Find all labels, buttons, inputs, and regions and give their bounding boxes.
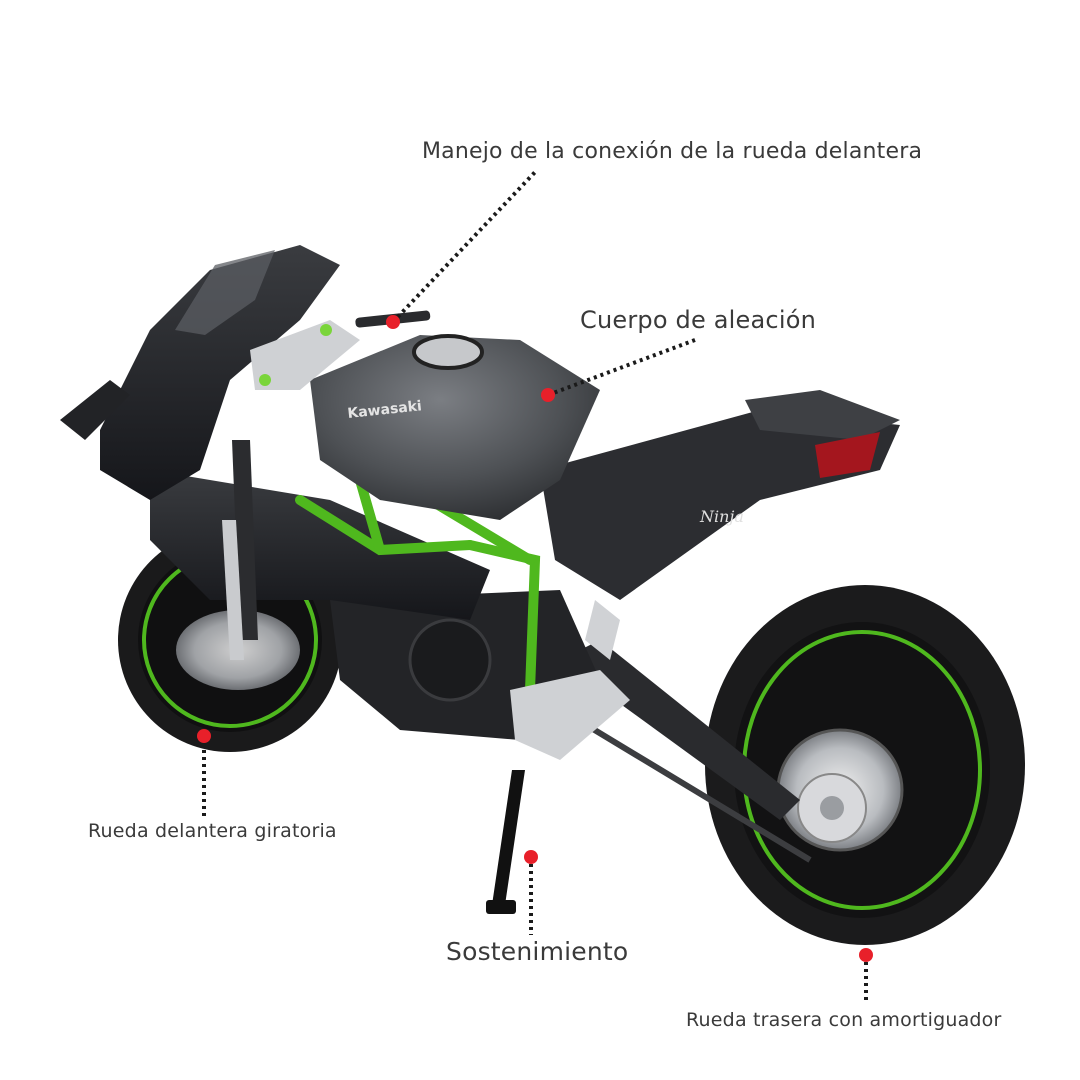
motorcycle-illustration: Ninja Kawasaki [60, 245, 1025, 945]
label-front-wheel: Rueda delantera giratoria [88, 820, 337, 842]
marker-front-wheel [197, 729, 211, 743]
leader-body [547, 338, 696, 397]
label-stand: Sostenimiento [446, 937, 629, 966]
kawasaki-decal: Kawasaki [347, 398, 423, 422]
marker-handle [386, 315, 400, 329]
marker-stand [524, 850, 538, 864]
label-rear-wheel: Rueda trasera con amortiguador [686, 1009, 1002, 1031]
rear-wheel [705, 585, 1025, 945]
leader-handle [391, 168, 539, 324]
leader-lines [202, 168, 868, 1003]
callout-markers [197, 315, 873, 962]
marker-body [541, 388, 555, 402]
label-alloy-body: Cuerpo de aleación [580, 306, 816, 334]
label-handle-connection: Manejo de la conexión de la rueda delant… [422, 139, 923, 164]
marker-rear-wheel [859, 948, 873, 962]
ninja-decal: Ninja [699, 507, 744, 526]
